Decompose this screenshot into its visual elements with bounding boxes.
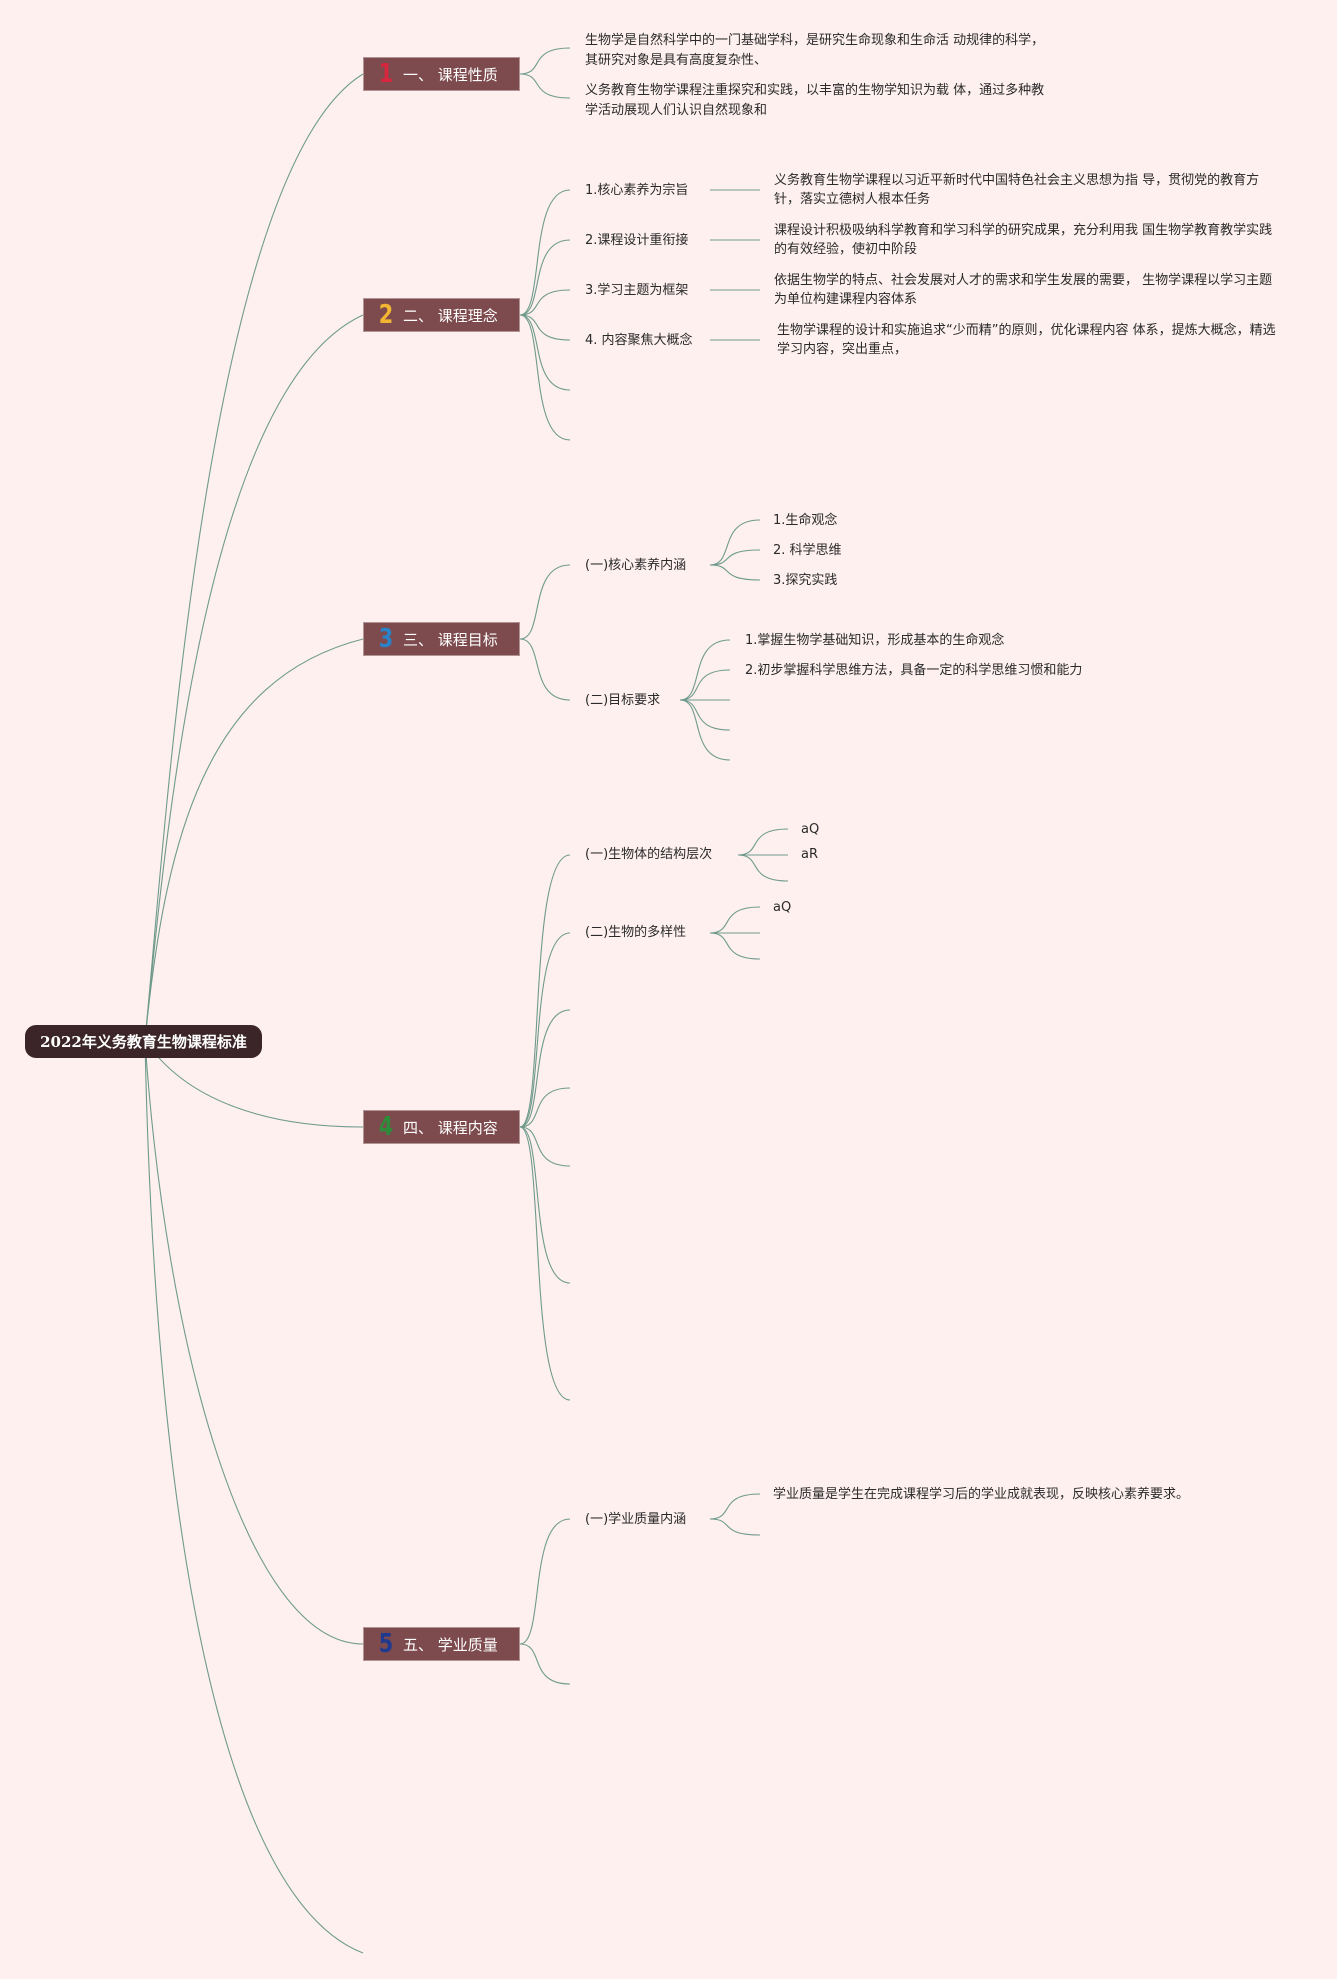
section-2-item-4[interactable]: 4. 内容聚焦大概念 xyxy=(585,333,693,348)
section-3-item-1-child-1: 1.生命观念 xyxy=(773,513,838,528)
root-to-section-1-connector xyxy=(144,73,364,1041)
s4-item2-child-0 xyxy=(709,906,761,934)
number-5-icon: 5 xyxy=(378,1629,394,1659)
s5-item1-connector xyxy=(519,1518,571,1645)
root-to-section-3-connector xyxy=(144,638,364,1041)
number-4-icon: 4 xyxy=(378,1112,394,1142)
section-4-item-1[interactable]: (一)生物体的结构层次 xyxy=(585,847,713,862)
section-2-item-3-desc: 依据生物学的特点、社会发展对人才的需求和学生发展的需要， 生物学课程以学习主题为… xyxy=(774,273,1273,307)
section-3-item-1-child-3: 3.探究实践 xyxy=(773,573,838,588)
s3-item2-child-4 xyxy=(679,699,731,761)
section-5-item-1[interactable]: (一)学业质量内涵 xyxy=(585,1512,687,1527)
s1-note1-connector xyxy=(519,47,571,75)
section-3-node[interactable]: 3 三、 课程目标 xyxy=(363,622,520,656)
section-1-note-2a: 义务教育生物学课程注重探究和实践，以丰富的生物学知识为载 体，通过多种教 xyxy=(585,83,1045,98)
section-5-node[interactable]: 5 五、 学业质量 xyxy=(363,1627,520,1661)
section-2-item-2-desc: 课程设计积极吸纳科学教育和学习科学的研究成果，充分利用我 国生物学教育教学实践的… xyxy=(774,223,1273,257)
s4-branch-4 xyxy=(519,1126,571,1167)
s2-branch-1 xyxy=(519,239,571,316)
root-to-empty-branch-connector xyxy=(144,1039,364,1954)
section-4-item-2[interactable]: (二)生物的多样性 xyxy=(585,925,687,940)
s3-item2-connector xyxy=(519,638,571,701)
s3-item2-child-1 xyxy=(679,669,731,701)
section-2-label: 二、 课程理念 xyxy=(403,306,498,325)
section-5-label: 五、 学业质量 xyxy=(403,1635,498,1654)
s3-item1-child-2 xyxy=(709,564,761,581)
s5-item1-child-0 xyxy=(709,1493,761,1520)
section-4-node[interactable]: 4 四、 课程内容 xyxy=(363,1110,520,1144)
s4-item2-child-2 xyxy=(709,932,761,960)
s4-branch-3 xyxy=(519,1087,571,1128)
section-2-item-2[interactable]: 2.课程设计重衔接 xyxy=(585,233,689,248)
s5-branch-2 xyxy=(519,1643,571,1685)
s4-branch-2 xyxy=(519,1009,571,1128)
section-2-item-1[interactable]: 1.核心素养为宗旨 xyxy=(585,183,689,198)
s3-item1-connector xyxy=(519,564,571,640)
section-2-item-3[interactable]: 3.学习主题为框架 xyxy=(585,283,689,298)
s2-branch-4 xyxy=(519,314,571,391)
section-3-label: 三、 课程目标 xyxy=(403,630,498,649)
s1-note2-connector xyxy=(519,73,571,99)
s3-item2-child-0 xyxy=(679,639,731,701)
s4-branch-6 xyxy=(519,1126,571,1401)
root-label: 2022年义务教育生物课程标准 xyxy=(40,1033,247,1051)
section-1-note-1b: 其研究对象是具有高度复杂性、 xyxy=(585,53,768,68)
s3-item1-child-1 xyxy=(709,549,761,566)
root-to-section-2-connector xyxy=(144,314,364,1041)
s4-branch-5 xyxy=(519,1126,571,1284)
section-1-label: 一、 课程性质 xyxy=(403,65,498,84)
section-3-item-2[interactable]: (二)目标要求 xyxy=(585,693,661,708)
s4-item1-child-2 xyxy=(737,854,789,882)
s4-item1-child-0 xyxy=(737,828,789,856)
number-3-icon: 3 xyxy=(378,624,394,654)
section-2-item-4-desc: 生物学课程的设计和实施追求“少而精”的原则，优化课程内容 体系，提炼大概念，精选… xyxy=(777,323,1276,357)
section-1-node[interactable]: 1 一、 课程性质 xyxy=(363,57,520,91)
section-3-item-1[interactable]: (一)核心素养内涵 xyxy=(585,558,687,573)
section-4-label: 四、 课程内容 xyxy=(403,1118,498,1137)
section-2-item-1-desc: 义务教育生物学课程以习近平新时代中国特色社会主义思想为指 导，贯彻党的教育方针，… xyxy=(774,173,1260,207)
section-3-item-2-child-2: 2.初步掌握科学思维方法，具备一定的科学思维习惯和能力 xyxy=(745,663,1083,678)
root-to-section-4-connector xyxy=(144,1039,364,1128)
number-1-icon: 1 xyxy=(378,59,394,89)
section-1-note-2b: 学活动展现人们认识自然现象和 xyxy=(585,103,768,118)
s2-branch-5 xyxy=(519,314,571,441)
root-to-section-5-connector xyxy=(144,1039,364,1645)
section-2-node[interactable]: 2 二、 课程理念 xyxy=(363,298,520,332)
section-4-item-2-child-1: aQ xyxy=(773,900,792,915)
s4-branch-1 xyxy=(519,932,571,1128)
s2-branch-3 xyxy=(519,314,571,341)
section-3-item-2-child-1: 1.掌握生物学基础知识，形成基本的生命观念 xyxy=(745,633,1005,648)
number-2-icon: 2 xyxy=(378,300,394,330)
s3-item2-child-3 xyxy=(679,699,731,731)
section-4-item-1-child-2: aR xyxy=(801,847,818,862)
s5-item1-child-1 xyxy=(709,1518,761,1536)
section-4-item-1-child-1: aQ xyxy=(801,822,820,837)
section-3-item-1-child-2: 2. 科学思维 xyxy=(773,543,842,558)
section-5-item-1-child-1: 学业质量是学生在完成课程学习后的学业成就表现，反映核心素养要求。 xyxy=(773,1487,1190,1502)
s4-branch-0 xyxy=(519,854,571,1128)
root-node[interactable]: 2022年义务教育生物课程标准 xyxy=(25,1025,262,1058)
s2-branch-2 xyxy=(519,289,571,316)
section-1-note-1a: 生物学是自然科学中的一门基础学科，是研究生命现象和生命活 动规律的科学， xyxy=(585,33,1045,48)
s3-item1-child-0 xyxy=(709,519,761,566)
s2-branch-0 xyxy=(519,189,571,316)
